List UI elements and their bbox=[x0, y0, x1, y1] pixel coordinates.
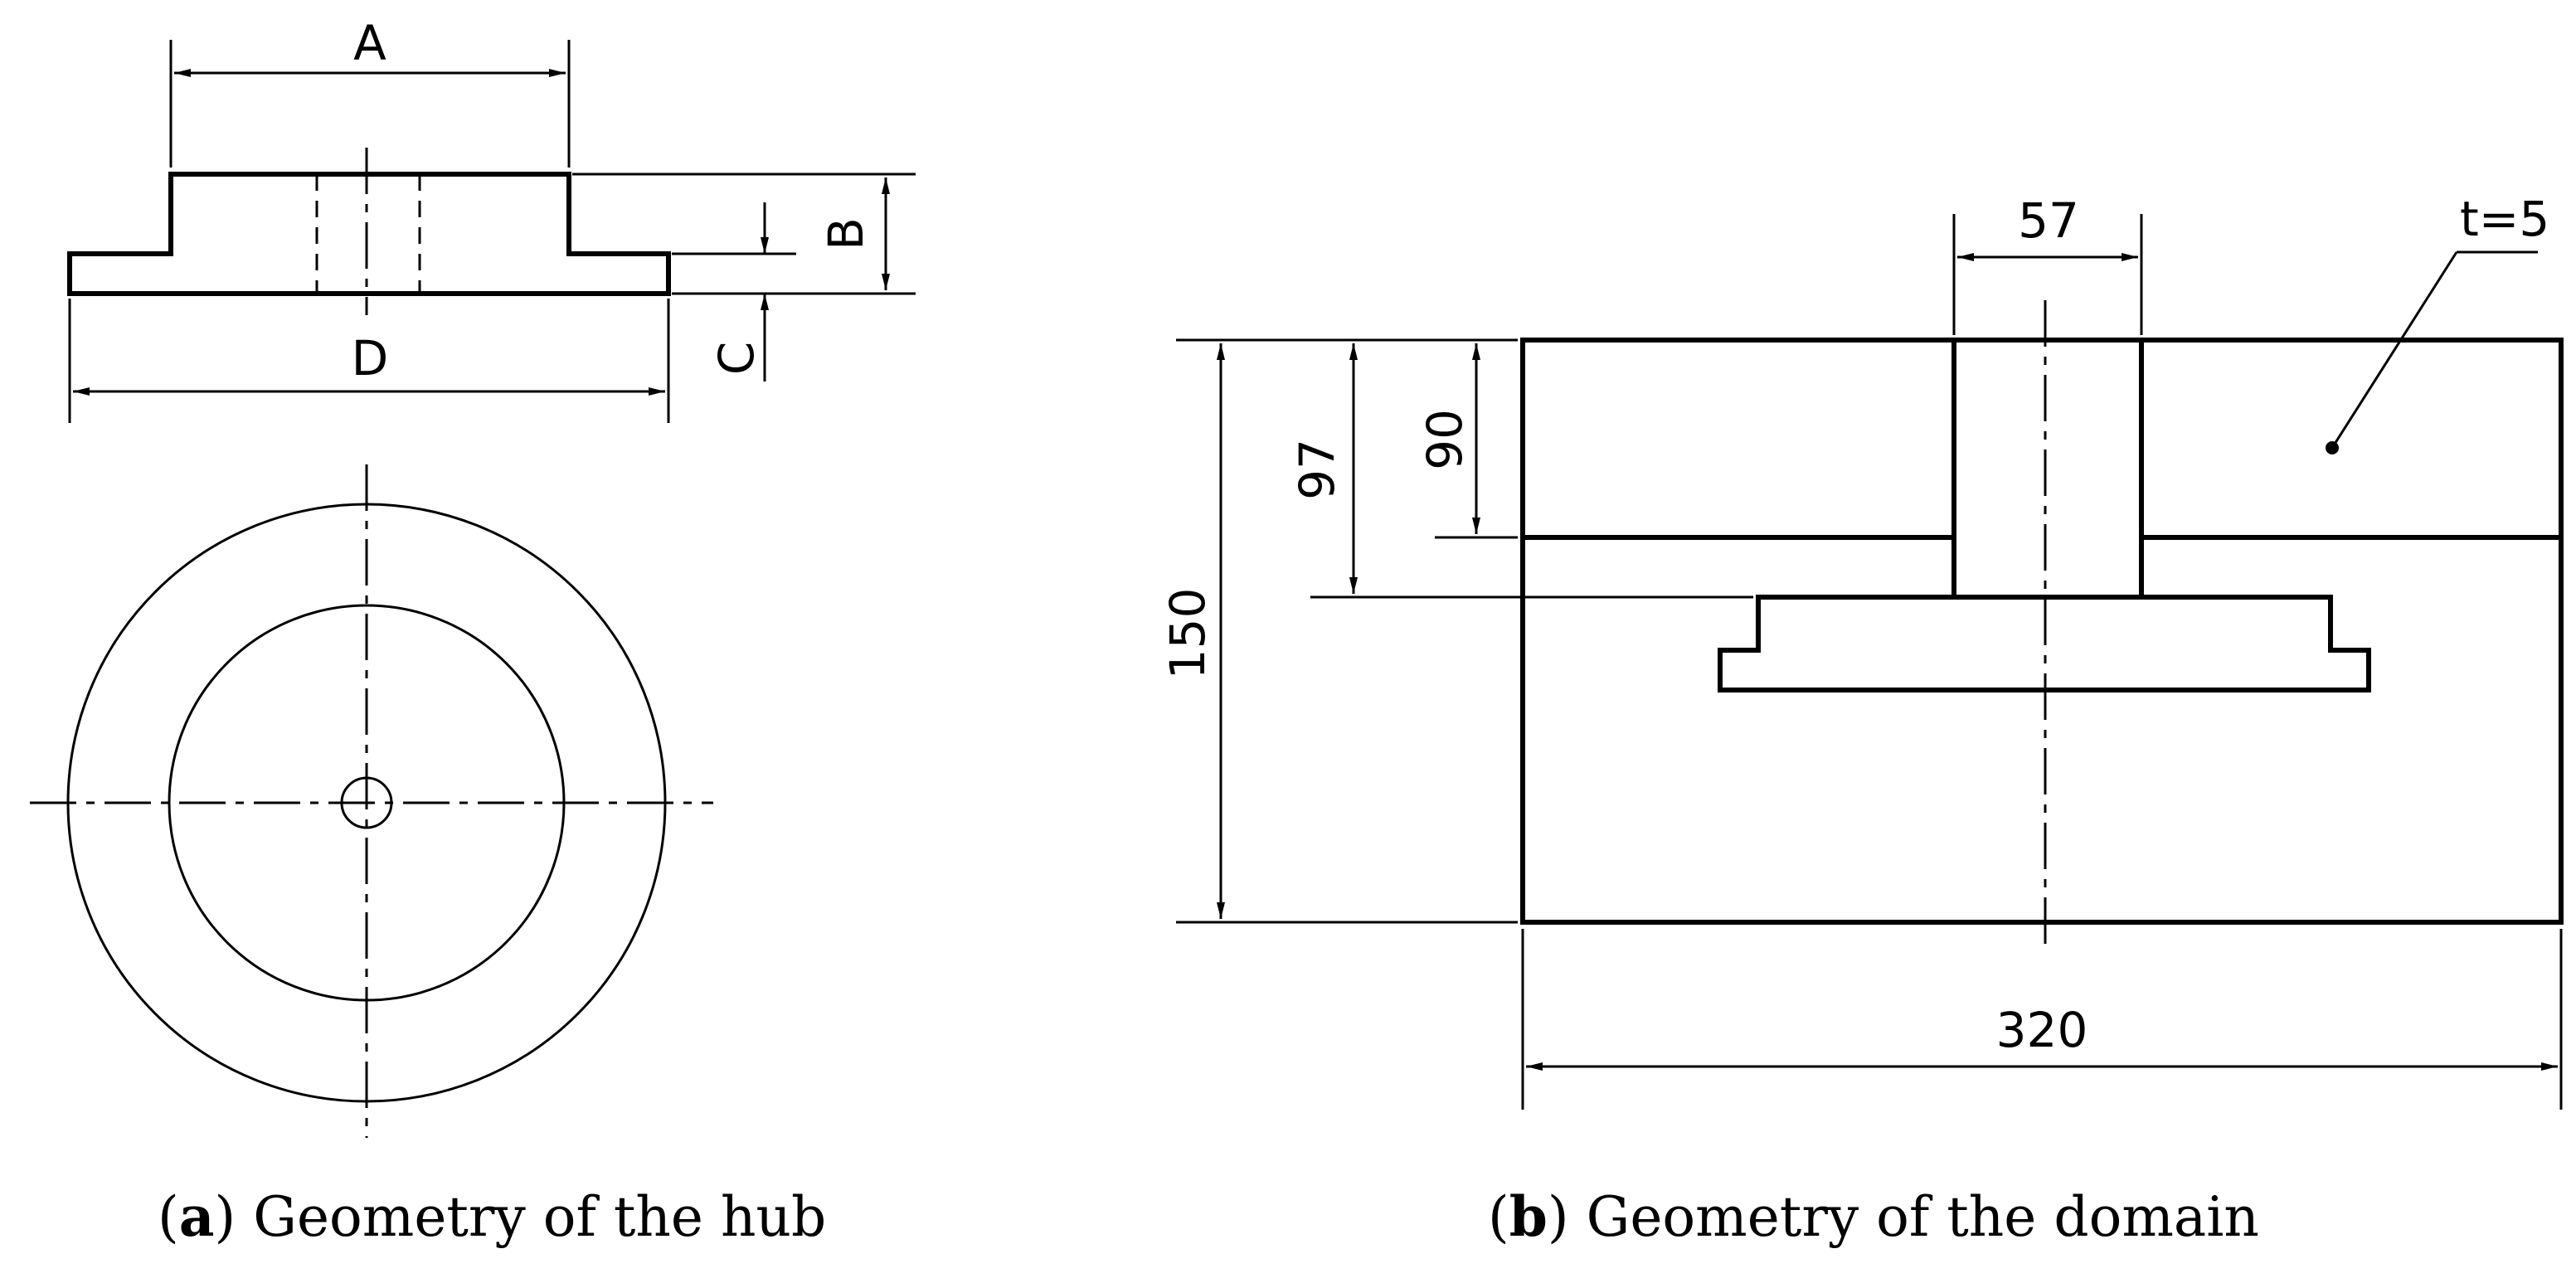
shaft bbox=[1951, 338, 2144, 600]
dimension-D: D bbox=[68, 299, 670, 423]
caption-b-text: Geometry of the domain bbox=[1586, 1185, 2259, 1249]
hub-section bbox=[1718, 595, 2371, 692]
dimension-B-label: B bbox=[818, 217, 874, 250]
caption-a-text: Geometry of the hub bbox=[253, 1185, 827, 1249]
dimension-320: 320 bbox=[1521, 929, 2563, 1110]
dimension-97-label: 97 bbox=[1289, 439, 1345, 500]
caption-a-tag: a bbox=[178, 1184, 215, 1249]
thickness-leader: t=5 bbox=[2326, 191, 2549, 454]
dimension-57-label: 57 bbox=[2018, 192, 2079, 249]
dimension-D-label: D bbox=[352, 330, 389, 386]
dimension-A: A bbox=[169, 15, 571, 168]
dimension-57: 57 bbox=[1952, 192, 2143, 335]
dimension-90-label: 90 bbox=[1417, 409, 1473, 470]
dimension-320-label: 320 bbox=[1996, 1002, 2088, 1058]
dimension-97: 97 bbox=[1289, 343, 1753, 599]
dimension-C: C bbox=[672, 202, 796, 381]
dimension-150: 150 bbox=[1159, 338, 1518, 924]
caption-a: (a) Geometry of the hub bbox=[158, 1184, 827, 1249]
hub-top-view bbox=[30, 464, 713, 1138]
dimension-90: 90 bbox=[1417, 343, 1518, 539]
caption-b: (b) Geometry of the domain bbox=[1488, 1184, 2259, 1249]
dimension-C-label: C bbox=[708, 342, 765, 376]
domain-section bbox=[1520, 300, 2564, 954]
domain-boundary bbox=[1520, 338, 2564, 925]
dimension-150-label: 150 bbox=[1159, 588, 1216, 680]
caption-b-tag: b bbox=[1509, 1184, 1548, 1249]
plate-right bbox=[2139, 338, 2564, 540]
dimension-B: B bbox=[572, 173, 916, 295]
dimension-A-label: A bbox=[353, 15, 386, 71]
plate-left bbox=[1520, 338, 1956, 540]
hub-side-view bbox=[67, 148, 671, 315]
thickness-label: t=5 bbox=[2460, 191, 2549, 247]
